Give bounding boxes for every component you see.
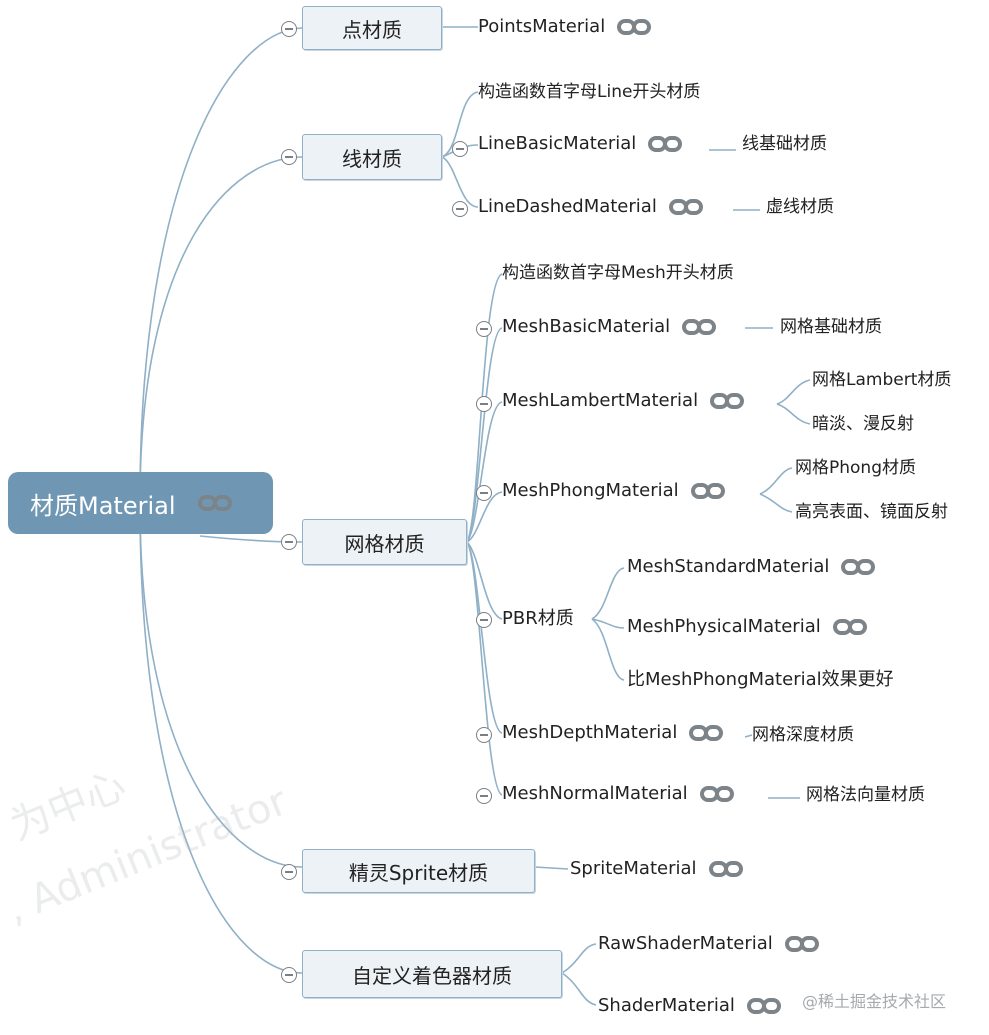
link-icon[interactable] [710, 392, 745, 410]
collapse-icon[interactable] [452, 141, 468, 157]
pbr-note: 比MeshPhongMaterial效果更好 [627, 669, 894, 690]
mesh-normal-material-label: MeshNormalMaterial [502, 783, 688, 804]
line-dashed-material-label: LineDashedMaterial [478, 196, 657, 217]
shader-material-label: ShaderMaterial [598, 995, 735, 1016]
mesh-basic-desc: 网格基础材质 [780, 317, 882, 337]
line-basic-material-label: LineBasicMaterial [478, 133, 637, 154]
collapse-icon[interactable] [281, 864, 297, 880]
mesh-note: 构造函数首字母Mesh开头材质 [502, 263, 734, 283]
brand-watermark: @稀土掘金技术社区 [802, 992, 947, 1011]
raw-shader-material-label: RawShaderMaterial [598, 933, 773, 954]
collapse-icon[interactable] [281, 967, 297, 983]
collapse-icon[interactable] [281, 21, 297, 37]
link-icon[interactable] [708, 860, 743, 878]
mesh-physical-material[interactable]: MeshPhysicalMaterial [627, 616, 867, 638]
link-icon[interactable] [832, 618, 867, 636]
mesh-lambert-material-label: MeshLambertMaterial [502, 390, 699, 411]
line-basic-material[interactable]: LineBasicMaterial [478, 133, 683, 155]
topic-points[interactable]: 点材质 [302, 6, 442, 50]
mesh-phong-desc2: 高亮表面、镜面反射 [795, 502, 948, 522]
line-basic-desc: 线基础材质 [742, 134, 827, 154]
link-icon[interactable] [699, 785, 734, 803]
topic-sprite-label: 精灵Sprite材质 [348, 860, 489, 885]
sprite-material-label: SpriteMaterial [570, 858, 697, 879]
mesh-depth-desc: 网格深度材质 [752, 725, 854, 745]
mesh-basic-material[interactable]: MeshBasicMaterial [502, 316, 717, 338]
topic-points-label: 点材质 [342, 17, 402, 42]
link-icon[interactable] [682, 318, 717, 336]
topic-mesh-label: 网格材质 [344, 531, 425, 556]
link-icon[interactable] [648, 135, 683, 153]
mesh-phong-material-label: MeshPhongMaterial [502, 480, 679, 501]
points-material-label: PointsMaterial [478, 16, 606, 37]
topic-mesh[interactable]: 网格材质 [302, 519, 467, 565]
topic-line[interactable]: 线材质 [302, 134, 442, 180]
mesh-phong-desc1: 网格Phong材质 [795, 458, 916, 478]
link-icon[interactable] [746, 997, 781, 1015]
topic-sprite[interactable]: 精灵Sprite材质 [302, 849, 535, 893]
link-icon[interactable] [617, 18, 652, 36]
mesh-depth-material-label: MeshDepthMaterial [502, 722, 678, 743]
mesh-depth-material[interactable]: MeshDepthMaterial [502, 722, 724, 744]
mesh-phong-material[interactable]: MeshPhongMaterial [502, 480, 725, 502]
mesh-normal-desc: 网格法向量材质 [806, 785, 925, 805]
collapse-icon[interactable] [476, 321, 492, 337]
mesh-lambert-desc2: 暗淡、漫反射 [812, 414, 914, 434]
collapse-icon[interactable] [281, 149, 297, 165]
line-dashed-material[interactable]: LineDashedMaterial [478, 196, 703, 218]
link-icon[interactable] [841, 558, 876, 576]
sprite-material[interactable]: SpriteMaterial [570, 858, 743, 880]
link-icon[interactable] [689, 724, 724, 742]
pbr-material[interactable]: PBR材质 [502, 608, 574, 629]
root-topic-label: 材质Material [30, 491, 176, 520]
points-material[interactable]: PointsMaterial [478, 16, 652, 38]
link-icon[interactable] [197, 494, 232, 512]
collapse-icon[interactable] [281, 534, 297, 550]
mesh-normal-material[interactable]: MeshNormalMaterial [502, 783, 734, 805]
collapse-icon[interactable] [476, 485, 492, 501]
collapse-icon[interactable] [476, 396, 492, 412]
collapse-icon[interactable] [476, 788, 492, 804]
mesh-physical-material-label: MeshPhysicalMaterial [627, 616, 821, 637]
mesh-lambert-material[interactable]: MeshLambertMaterial [502, 390, 745, 412]
topic-shader-label: 自定义着色器材质 [352, 963, 512, 988]
link-icon[interactable] [784, 935, 819, 953]
mesh-standard-material[interactable]: MeshStandardMaterial [627, 556, 876, 578]
line-dashed-desc: 虚线材质 [766, 197, 834, 217]
mesh-basic-material-label: MeshBasicMaterial [502, 316, 671, 337]
root-topic[interactable]: 材质Material [8, 472, 273, 534]
mesh-lambert-desc1: 网格Lambert材质 [812, 370, 952, 390]
mesh-standard-material-label: MeshStandardMaterial [627, 556, 830, 577]
collapse-icon[interactable] [476, 727, 492, 743]
line-note: 构造函数首字母Line开头材质 [478, 82, 701, 102]
collapse-icon[interactable] [452, 201, 468, 217]
topic-shader[interactable]: 自定义着色器材质 [302, 950, 562, 998]
link-icon[interactable] [690, 482, 725, 500]
link-icon[interactable] [668, 198, 703, 216]
raw-shader-material[interactable]: RawShaderMaterial [598, 933, 819, 955]
shader-material[interactable]: ShaderMaterial [598, 995, 781, 1017]
topic-line-label: 线材质 [342, 146, 402, 171]
collapse-icon[interactable] [476, 612, 492, 628]
